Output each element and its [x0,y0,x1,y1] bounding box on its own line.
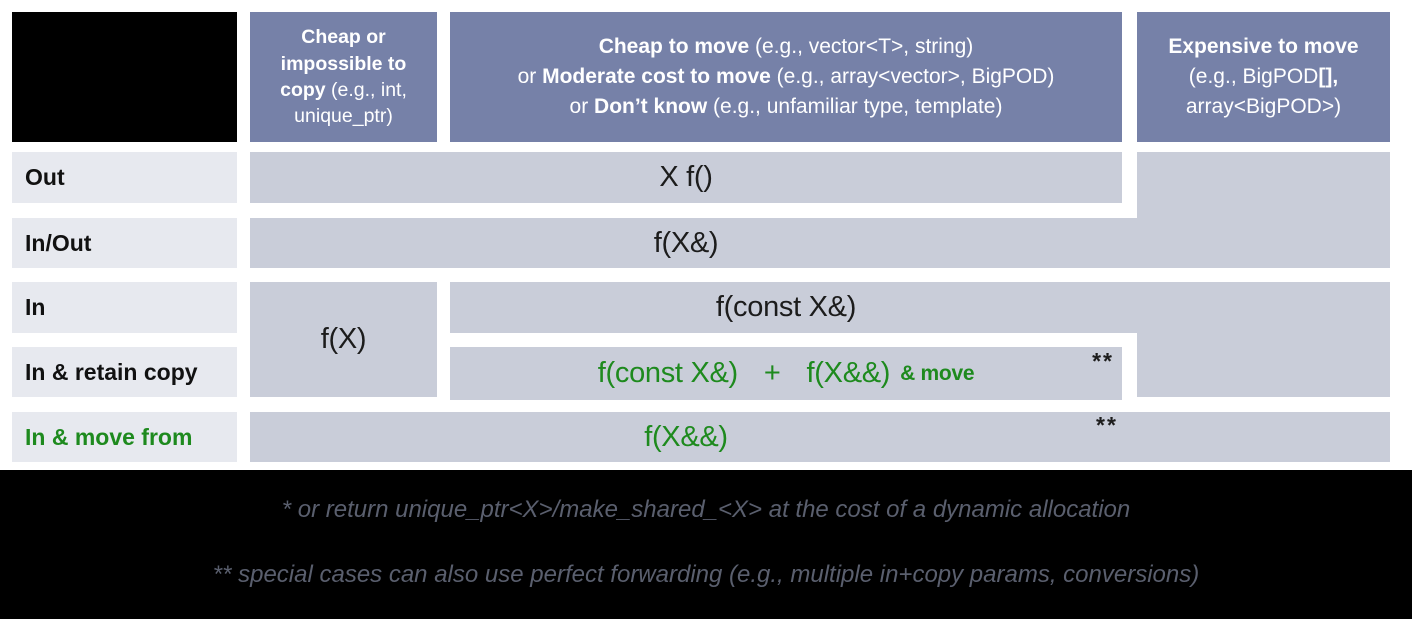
cell-move-from-text: f(X&&) [644,420,728,453]
column-header-cheap-move: Cheap to move (e.g., vector<T>, string) … [450,12,1122,142]
row-label-in: In [12,282,237,333]
cell-retain-rvalue-ref: f(X&&) [806,357,891,389]
cell-in-cheap-copy: f(X) [250,282,437,397]
footnote-perfect-forwarding: ** special cases can also use perfect fo… [212,561,1200,588]
cell-out-return-by-value: X f() [250,152,1122,203]
column-header-cheap-copy-text: Cheap or impossible to copy (e.g., int, … [280,26,407,128]
column-header-expensive-move: Expensive to move (e.g., BigPOD[], array… [1137,12,1390,142]
retain-footnote-marker: ** [1092,348,1114,374]
cell-retain-copy: f(const X&) + f(X&&) & move ** [450,347,1122,400]
header-line-dont-know: or Don’t know (e.g., unfamiliar type, te… [569,94,1003,118]
row-label-in-move-from: In & move from [12,412,237,462]
move-from-footnote-marker: ** [1096,412,1118,438]
header-line-bigpod: (e.g., BigPOD[], [1188,65,1339,89]
corner-block [12,12,237,142]
cell-move-from-band: ** [250,412,1390,462]
cell-in-expensive-extension [1137,282,1390,397]
row-label-out: Out [12,152,237,203]
cell-retain-plus: + [763,357,781,389]
cell-in-text: f(const X&) [715,291,857,323]
footnote-panel: * or return unique_ptr<X>/make_shared_<X… [0,470,1412,619]
column-header-cheap-copy: Cheap or impossible to copy (e.g., int, … [250,12,437,142]
cell-inout-text: f(X&) [653,226,719,259]
footnote-dynamic-allocation: * or return unique_ptr<X>/make_shared_<X… [281,496,1131,523]
header-line-expensive: Expensive to move [1168,35,1359,59]
cell-inout-row-band [250,218,1390,268]
header-line-cheap-to-move: Cheap to move (e.g., vector<T>, string) [598,35,974,59]
header-line-array-bigpod: array<BigPOD>) [1185,94,1342,118]
cell-retain-const-ref: f(const X&) [597,357,738,389]
row-label-in-out: In/Out [12,218,237,268]
cell-retain-move-note: & move [900,361,975,385]
header-line-moderate-cost: or Moderate cost to move (e.g., array<ve… [517,65,1055,89]
row-label-in-retain-copy: In & retain copy [12,347,237,397]
